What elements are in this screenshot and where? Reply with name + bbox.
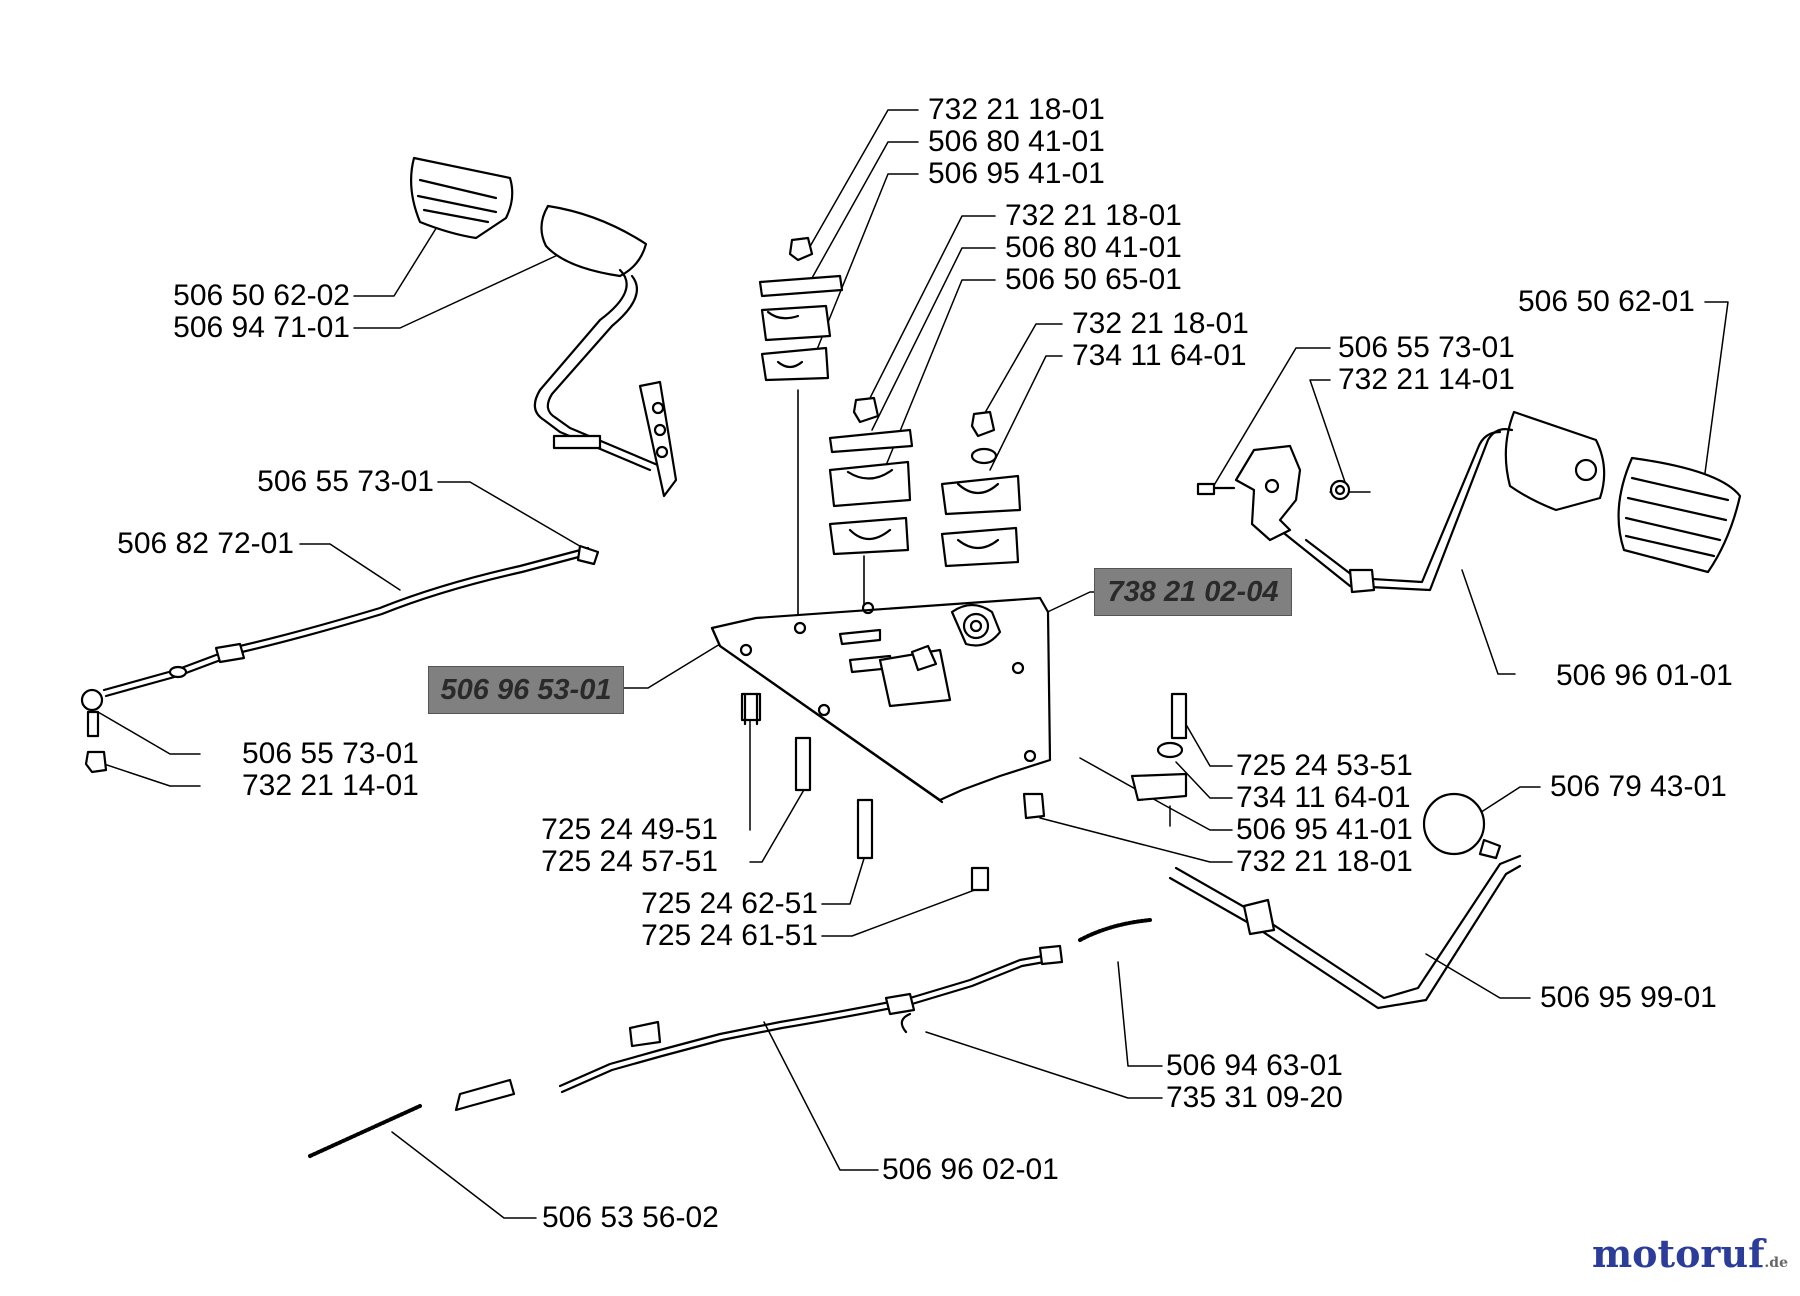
label-506-53-56-02: 506 53 56-02 <box>542 1201 719 1234</box>
label-732-21-14-01-b: 732 21 14-01 <box>242 769 419 802</box>
leader-lines <box>97 109 1729 1219</box>
label-725-24-53-51: 725 24 53-51 <box>1236 749 1413 782</box>
label-506-82-72-01: 506 82 72-01 <box>117 527 294 560</box>
label-732-21-18-01-b: 732 21 18-01 <box>1005 199 1182 232</box>
label-506-94-71-01: 506 94 71-01 <box>173 311 350 344</box>
label-506-50-62-02: 506 50 62-02 <box>173 279 350 312</box>
base-plate <box>710 596 1052 804</box>
label-506-94-63-01: 506 94 63-01 <box>1166 1049 1343 1082</box>
label-506-95-41-01-a: 506 95 41-01 <box>928 157 1105 190</box>
upper-cable <box>80 544 600 774</box>
label-725-24-62-51: 725 24 62-51 <box>641 887 818 920</box>
label-506-50-62-01: 506 50 62-01 <box>1518 285 1695 318</box>
label-506-80-41-01-b: 506 80 41-01 <box>1005 231 1182 264</box>
watermark-tld: .de <box>1764 1255 1788 1271</box>
label-725-24-61-51: 725 24 61-51 <box>641 919 818 952</box>
label-506-96-53-01-highlighted: 506 96 53-01 <box>428 666 624 714</box>
knob-lever <box>1168 792 1522 1010</box>
label-506-55-73-01-b: 506 55 73-01 <box>257 465 434 498</box>
label-506-55-73-01-a: 506 55 73-01 <box>1338 331 1515 364</box>
label-506-80-41-01-a: 506 80 41-01 <box>928 125 1105 158</box>
watermark-brand: motoruf <box>1591 1231 1765 1276</box>
label-735-31-09-20: 735 31 09-20 <box>1166 1081 1343 1114</box>
left-pedal-assembly <box>410 156 678 498</box>
label-725-24-49-51: 725 24 49-51 <box>541 813 718 846</box>
label-506-55-73-01-c: 506 55 73-01 <box>242 737 419 770</box>
label-506-96-02-01: 506 96 02-01 <box>882 1153 1059 1186</box>
middle-mounting-stack <box>828 396 914 605</box>
bolts <box>740 692 1188 892</box>
lower-cable <box>308 918 1152 1158</box>
label-732-21-14-01-a: 732 21 14-01 <box>1338 363 1515 396</box>
right-pedal-assembly <box>1196 410 1742 594</box>
label-732-21-18-01-a: 732 21 18-01 <box>928 93 1105 126</box>
label-725-24-57-51: 725 24 57-51 <box>541 845 718 878</box>
label-506-95-41-01-b: 506 95 41-01 <box>1236 813 1413 846</box>
label-506-95-99-01: 506 95 99-01 <box>1540 981 1717 1014</box>
label-506-79-43-01: 506 79 43-01 <box>1550 770 1727 803</box>
label-732-21-18-01-d: 732 21 18-01 <box>1236 845 1413 878</box>
upper-mounting-stack <box>758 236 844 619</box>
right-mounting-stack <box>940 410 1022 568</box>
label-738-21-02-04-highlighted: 738 21 02-04 <box>1094 568 1292 616</box>
label-506-96-01-01: 506 96 01-01 <box>1556 659 1733 692</box>
label-734-11-64-01-b: 734 11 64-01 <box>1236 781 1411 814</box>
label-734-11-64-01-a: 734 11 64-01 <box>1072 339 1247 372</box>
label-732-21-18-01-c: 732 21 18-01 <box>1072 307 1249 340</box>
motoruf-watermark: motoruf.de <box>1592 1231 1788 1276</box>
label-506-50-65-01: 506 50 65-01 <box>1005 263 1182 296</box>
